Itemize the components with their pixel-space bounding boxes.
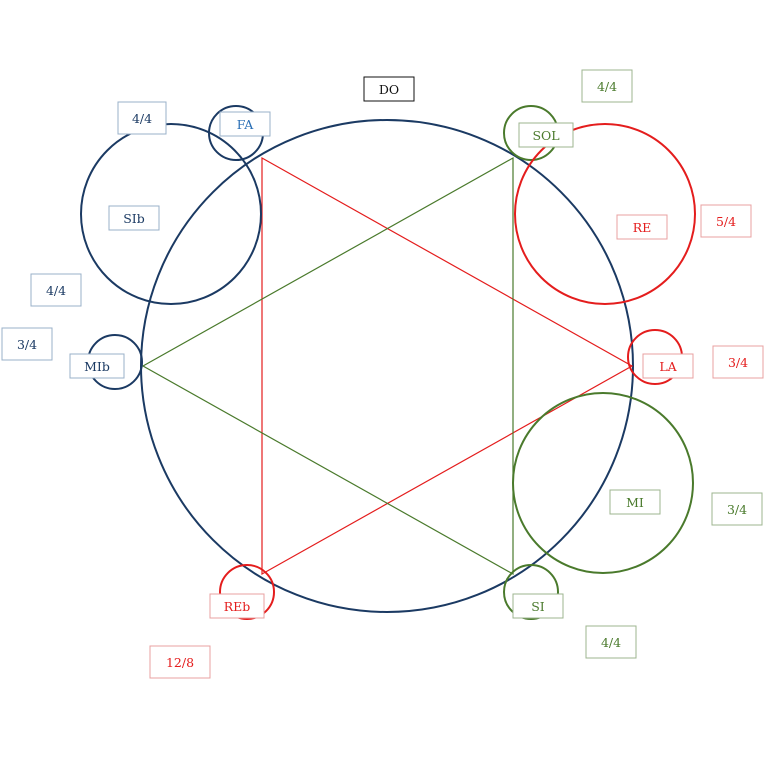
sol-meter: 4/4 xyxy=(581,69,633,103)
sib-circle xyxy=(80,123,262,305)
svg-text:SOL: SOL xyxy=(532,128,559,143)
sol-label: SOL xyxy=(518,122,574,148)
svg-text:DO: DO xyxy=(379,82,399,97)
main-circle xyxy=(140,119,634,613)
svg-text:MIb: MIb xyxy=(84,359,110,374)
la-label: LA xyxy=(642,353,694,379)
sib-meter: 4/4 xyxy=(30,273,82,307)
mi-meter: 3/4 xyxy=(711,492,763,526)
re-meter: 5/4 xyxy=(700,204,752,238)
mi-circle xyxy=(512,392,694,574)
re-label: RE xyxy=(616,214,668,240)
svg-text:4/4: 4/4 xyxy=(601,635,621,650)
svg-text:FA: FA xyxy=(237,117,255,132)
svg-text:SIb: SIb xyxy=(123,211,145,226)
red-triangle xyxy=(261,156,634,576)
mib-meter: 3/4 xyxy=(1,327,53,361)
svg-text:4/4: 4/4 xyxy=(46,283,66,298)
fa-meter: 4/4 xyxy=(117,101,167,135)
fa-label: FA xyxy=(219,111,271,137)
green-triangle xyxy=(141,156,514,576)
mi-label: MI xyxy=(609,489,661,515)
la-meter: 3/4 xyxy=(712,345,764,379)
reb-label: REb xyxy=(209,593,265,619)
svg-text:LA: LA xyxy=(659,359,677,374)
svg-text:4/4: 4/4 xyxy=(597,79,617,94)
reb-meter: 12/8 xyxy=(149,645,211,679)
svg-text:3/4: 3/4 xyxy=(727,502,747,517)
svg-text:3/4: 3/4 xyxy=(728,355,748,370)
svg-text:RE: RE xyxy=(633,220,652,235)
do-label: DO xyxy=(363,76,415,102)
reb-circle xyxy=(219,564,275,620)
svg-text:4/4: 4/4 xyxy=(132,111,152,126)
sib-label: SIb xyxy=(108,205,160,231)
si-meter: 4/4 xyxy=(585,625,637,659)
svg-text:5/4: 5/4 xyxy=(716,214,736,229)
si-label: SI xyxy=(512,593,564,619)
svg-text:MI: MI xyxy=(626,495,644,510)
svg-text:SI: SI xyxy=(531,599,545,614)
re-circle xyxy=(514,123,696,305)
svg-text:REb: REb xyxy=(224,599,251,614)
mib-label: MIb xyxy=(69,353,125,379)
si-circle xyxy=(503,564,559,620)
svg-text:3/4: 3/4 xyxy=(17,337,37,352)
svg-text:12/8: 12/8 xyxy=(166,655,194,670)
